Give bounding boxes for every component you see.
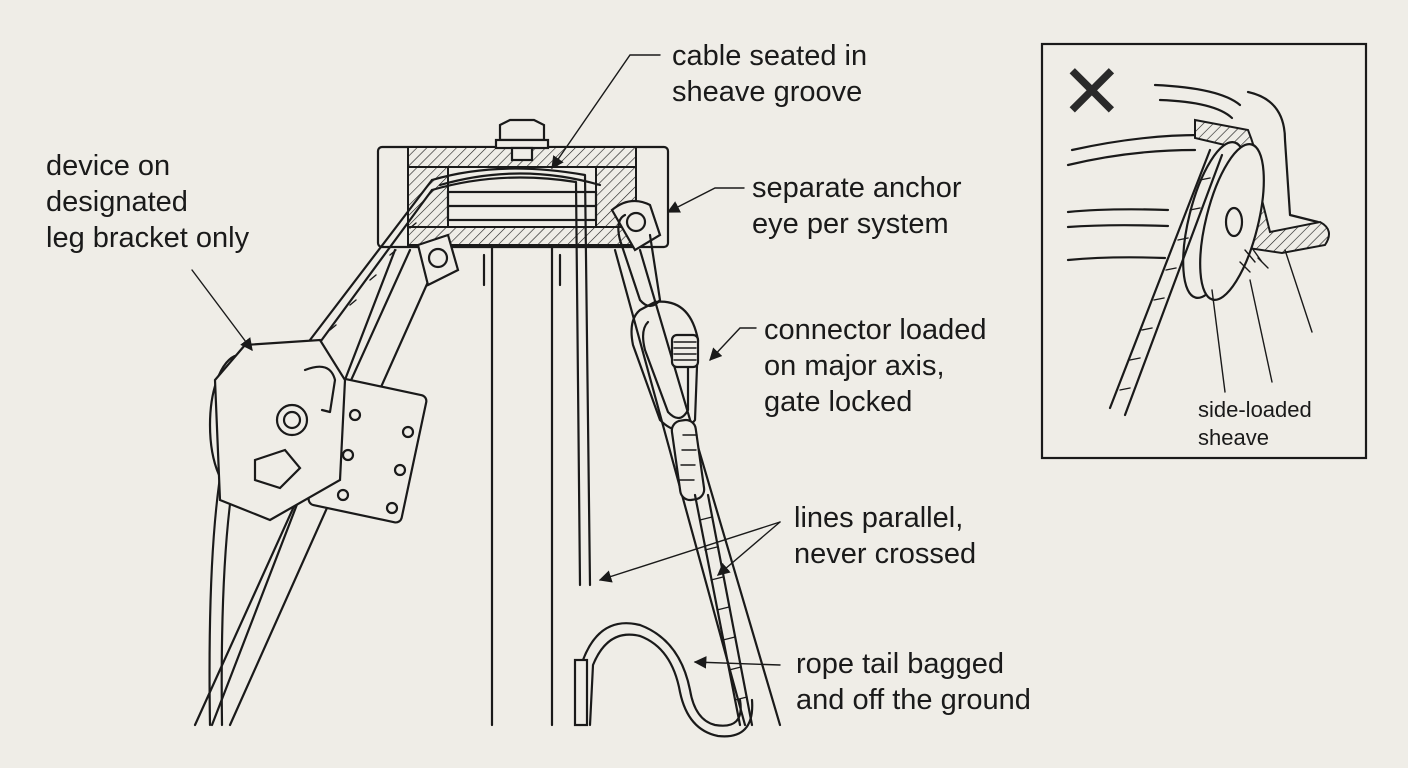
right-lifeline <box>693 493 754 727</box>
cable-path <box>308 167 592 587</box>
callout-line: lines parallel, <box>794 502 964 534</box>
callout-line: never crossed <box>794 538 977 570</box>
leg-pivot <box>416 233 460 287</box>
callout-line: cable seated in <box>672 40 868 72</box>
callout-line: and off the ground <box>796 684 1031 716</box>
callout-line: device on <box>46 150 171 182</box>
rope-tail <box>573 622 754 738</box>
inset-panel <box>1040 42 1368 460</box>
callout-line: eye per system <box>752 208 949 240</box>
callout-cable-seated: cable seated in sheave groove <box>672 38 867 110</box>
head-bolt <box>494 118 550 162</box>
locking-carabiner <box>630 300 700 432</box>
callout-line: on major axis, <box>764 350 945 382</box>
anchor-eye <box>610 199 662 252</box>
inset-label-line: sheave <box>1198 425 1269 450</box>
incorrect-mark-icon: ✕ <box>1060 47 1124 136</box>
leader-lines <box>191 54 781 669</box>
callout-anchor-eye: separate anchor eye per system <box>752 170 962 242</box>
callout-rope-tail: rope tail bagged and off the ground <box>796 646 1031 718</box>
callout-lines-parallel: lines parallel, never crossed <box>794 500 976 572</box>
rope-connector <box>670 418 706 502</box>
callout-line: rope tail bagged <box>796 648 1004 680</box>
callout-line: separate anchor <box>752 172 962 204</box>
callout-line: connector loaded <box>764 314 987 346</box>
callout-line: leg bracket only <box>46 222 250 254</box>
callout-line: sheave groove <box>672 76 863 108</box>
callout-line: designated <box>46 186 188 218</box>
inset-label-line: side-loaded <box>1198 397 1312 422</box>
fall-arrest-device <box>208 338 428 524</box>
callout-connector: connector loaded on major axis, gate loc… <box>764 312 987 420</box>
tripod-center-leg <box>482 246 562 727</box>
inset-label: side-loaded sheave <box>1198 396 1312 452</box>
callout-line: gate locked <box>764 386 913 418</box>
callout-device-on-leg: device on designated leg bracket only <box>46 148 249 256</box>
upper-carabiner <box>617 213 662 308</box>
